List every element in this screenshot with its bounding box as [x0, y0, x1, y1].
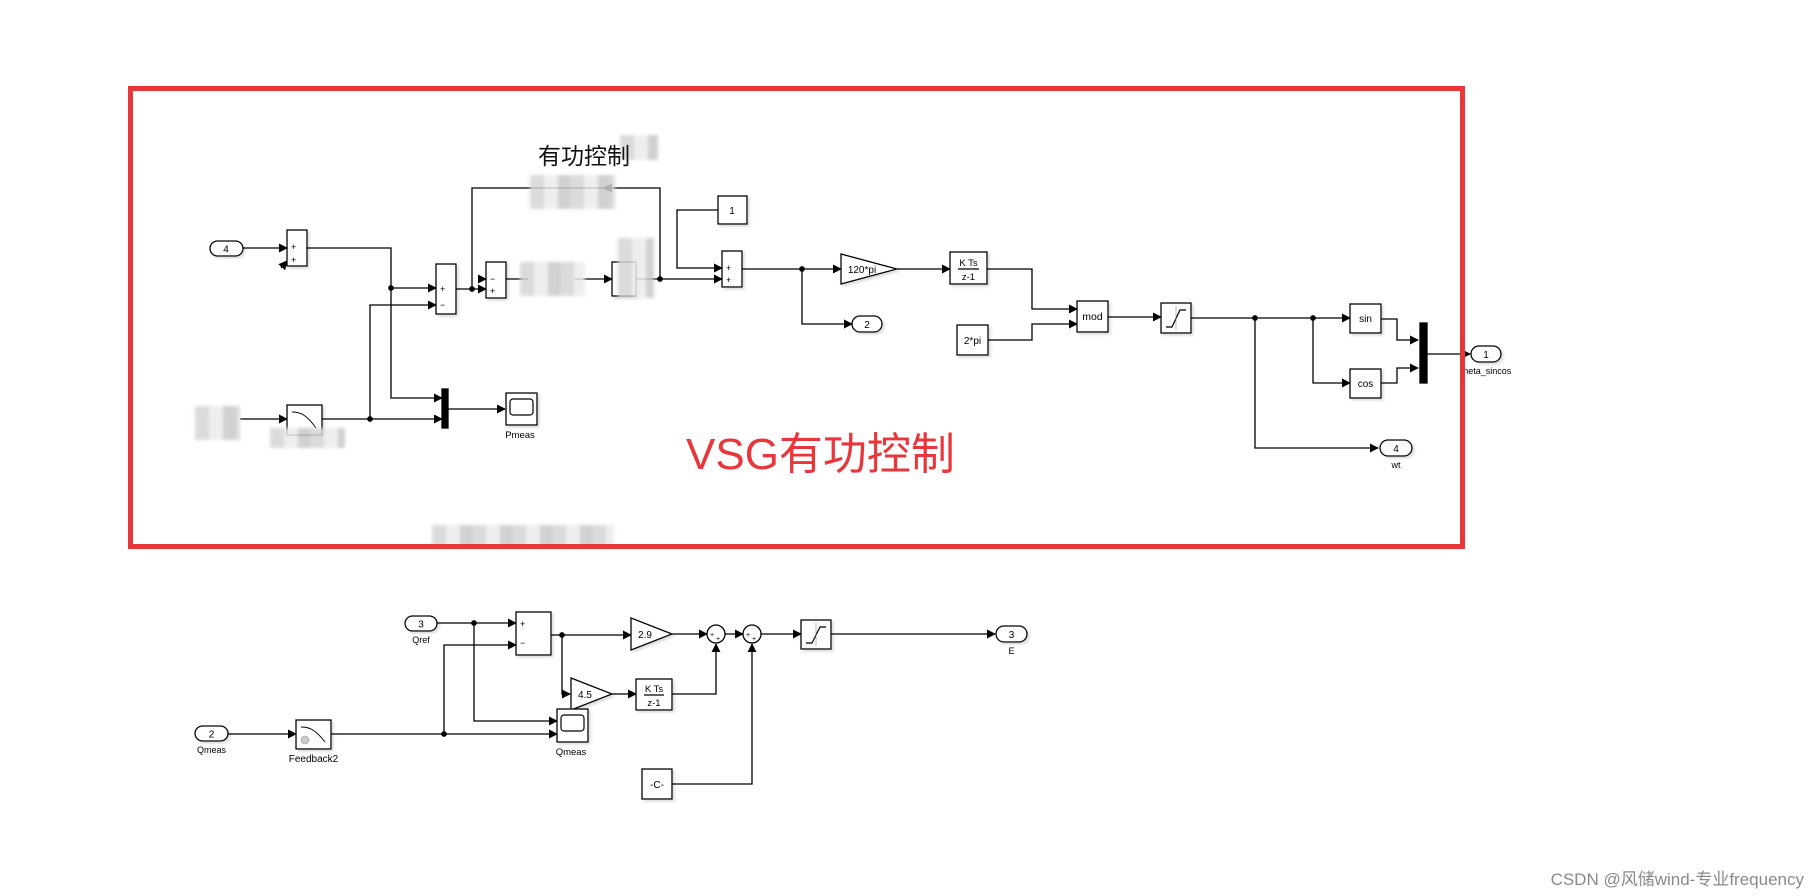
blurred-region-5 — [270, 428, 345, 448]
gain-kp-block[interactable]: 2.9 — [630, 617, 674, 651]
integrator-block-reactive[interactable]: K Ts z-1 — [635, 678, 673, 711]
constant-c-label: -C- — [650, 780, 664, 791]
blurred-region-2 — [520, 262, 585, 296]
outport-2[interactable]: 2 — [851, 315, 883, 333]
outport-1[interactable]: 1 — [1470, 345, 1502, 363]
inport-4-number: 4 — [223, 245, 229, 256]
gain-ki-label: 4.5 — [578, 690, 592, 701]
constant-one[interactable]: 1 — [717, 195, 748, 225]
inport-qmeas-label: Qmeas — [197, 745, 227, 755]
outport-4-label: wt — [1391, 460, 1401, 470]
sum3-sign-a: − — [490, 274, 495, 284]
sum4-sign-a: + — [726, 263, 731, 273]
sum-small-b[interactable]: + + — [742, 624, 762, 644]
blurred-region-6 — [432, 525, 614, 547]
inport-qref-number: 3 — [418, 620, 424, 631]
inport-qref[interactable]: 3 — [404, 615, 438, 632]
saturation-block-active[interactable] — [1160, 302, 1192, 334]
saturation-block-reactive[interactable] — [800, 619, 832, 650]
mux-bar-pmeas[interactable] — [441, 388, 449, 429]
inport-qmeas-number: 2 — [209, 730, 215, 741]
reactive-power-section: 3 Qref + − 2.9 4.5 K Ts — [194, 611, 1028, 800]
mod-label: mod — [1082, 311, 1103, 323]
inport-qref-label: Qref — [412, 635, 430, 645]
active-power-section: 4 + + + − − + — [209, 183, 1512, 470]
outport-1-number: 1 — [1483, 350, 1489, 361]
sin-label: sin — [1359, 314, 1372, 325]
sum-small-b-sign-b: + — [752, 636, 756, 643]
gain-kp-label: 2.9 — [638, 630, 652, 641]
blurred-region-7 — [620, 135, 658, 160]
integrator-q-num: K Ts — [645, 684, 664, 695]
outport-1-label: theta_sincos — [1461, 366, 1512, 376]
cos-block[interactable]: cos — [1349, 368, 1382, 399]
constant-one-value: 1 — [729, 206, 735, 217]
constant-two-pi-value: 2*pi — [964, 336, 981, 347]
sum-block-q[interactable]: + − — [515, 611, 552, 656]
sum1-sign-b: + — [291, 255, 296, 265]
integrator-block-active[interactable]: K Ts z-1 — [949, 251, 988, 285]
sum2-sign-a: + — [440, 284, 445, 294]
sum1-sign-a: + — [291, 242, 296, 252]
sum2-sign-b: − — [440, 300, 445, 310]
blurred-region-4 — [195, 406, 240, 440]
sum-small-a-sign-b: + — [716, 636, 720, 643]
filter-feedback2[interactable] — [295, 719, 332, 750]
scope-qmeas-label: Qmeas — [556, 747, 587, 758]
sumq-sign-b: − — [520, 638, 525, 648]
scope-pmeas[interactable] — [505, 392, 538, 426]
sum-block-3[interactable]: − + — [485, 261, 507, 299]
mux-bar-active[interactable] — [1419, 322, 1428, 384]
filter-feedback2-label: Feedback2 — [289, 754, 339, 765]
outport-2-number: 2 — [864, 320, 870, 331]
cos-label: cos — [1358, 379, 1374, 390]
sum-small-a[interactable]: + + — [706, 624, 726, 644]
scope-qmeas[interactable] — [556, 708, 589, 743]
integrator-q-den: z-1 — [647, 698, 660, 709]
scope-pmeas-label: Pmeas — [505, 430, 535, 441]
inport-qmeas[interactable]: 2 — [194, 725, 229, 742]
gain-omega-label: 120*pi — [848, 265, 876, 276]
gain-ki-block[interactable]: 4.5 — [570, 677, 614, 711]
blurred-region-3 — [618, 238, 654, 298]
sum-block-4[interactable]: + + — [721, 250, 743, 288]
sum-block-2[interactable]: + − — [435, 263, 457, 315]
sum3-sign-b: + — [490, 286, 495, 296]
sum-small-a-sign-a: + — [710, 632, 714, 639]
integrator-den: z-1 — [962, 272, 975, 283]
blurred-region-1 — [530, 175, 615, 209]
inport-4[interactable]: 4 — [209, 240, 244, 257]
sum-block-1[interactable]: + + — [286, 229, 308, 267]
active-section-title: 有功控制 — [538, 144, 630, 170]
integrator-num: K Ts — [959, 258, 978, 269]
outport-e[interactable]: 3 — [995, 625, 1028, 643]
mod-block[interactable]: mod — [1076, 300, 1109, 333]
constant-two-pi[interactable]: 2*pi — [956, 324, 989, 356]
sum4-sign-b: + — [726, 275, 731, 285]
constant-c-block[interactable]: -C- — [641, 768, 673, 800]
sumq-sign-a: + — [520, 619, 525, 629]
gain-omega-block[interactable]: 120*pi — [840, 253, 900, 285]
outport-e-label: E — [1008, 646, 1014, 656]
outport-4[interactable]: 4 — [1379, 439, 1413, 457]
sin-block[interactable]: sin — [1349, 303, 1382, 334]
outport-4-number: 4 — [1393, 444, 1399, 455]
watermark: CSDN @风储wind-专业frequency — [1550, 870, 1804, 889]
sum-small-b-sign-a: + — [746, 632, 750, 639]
outport-e-number: 3 — [1009, 630, 1015, 641]
vsg-annotation-label: VSG有功控制 — [686, 430, 955, 479]
